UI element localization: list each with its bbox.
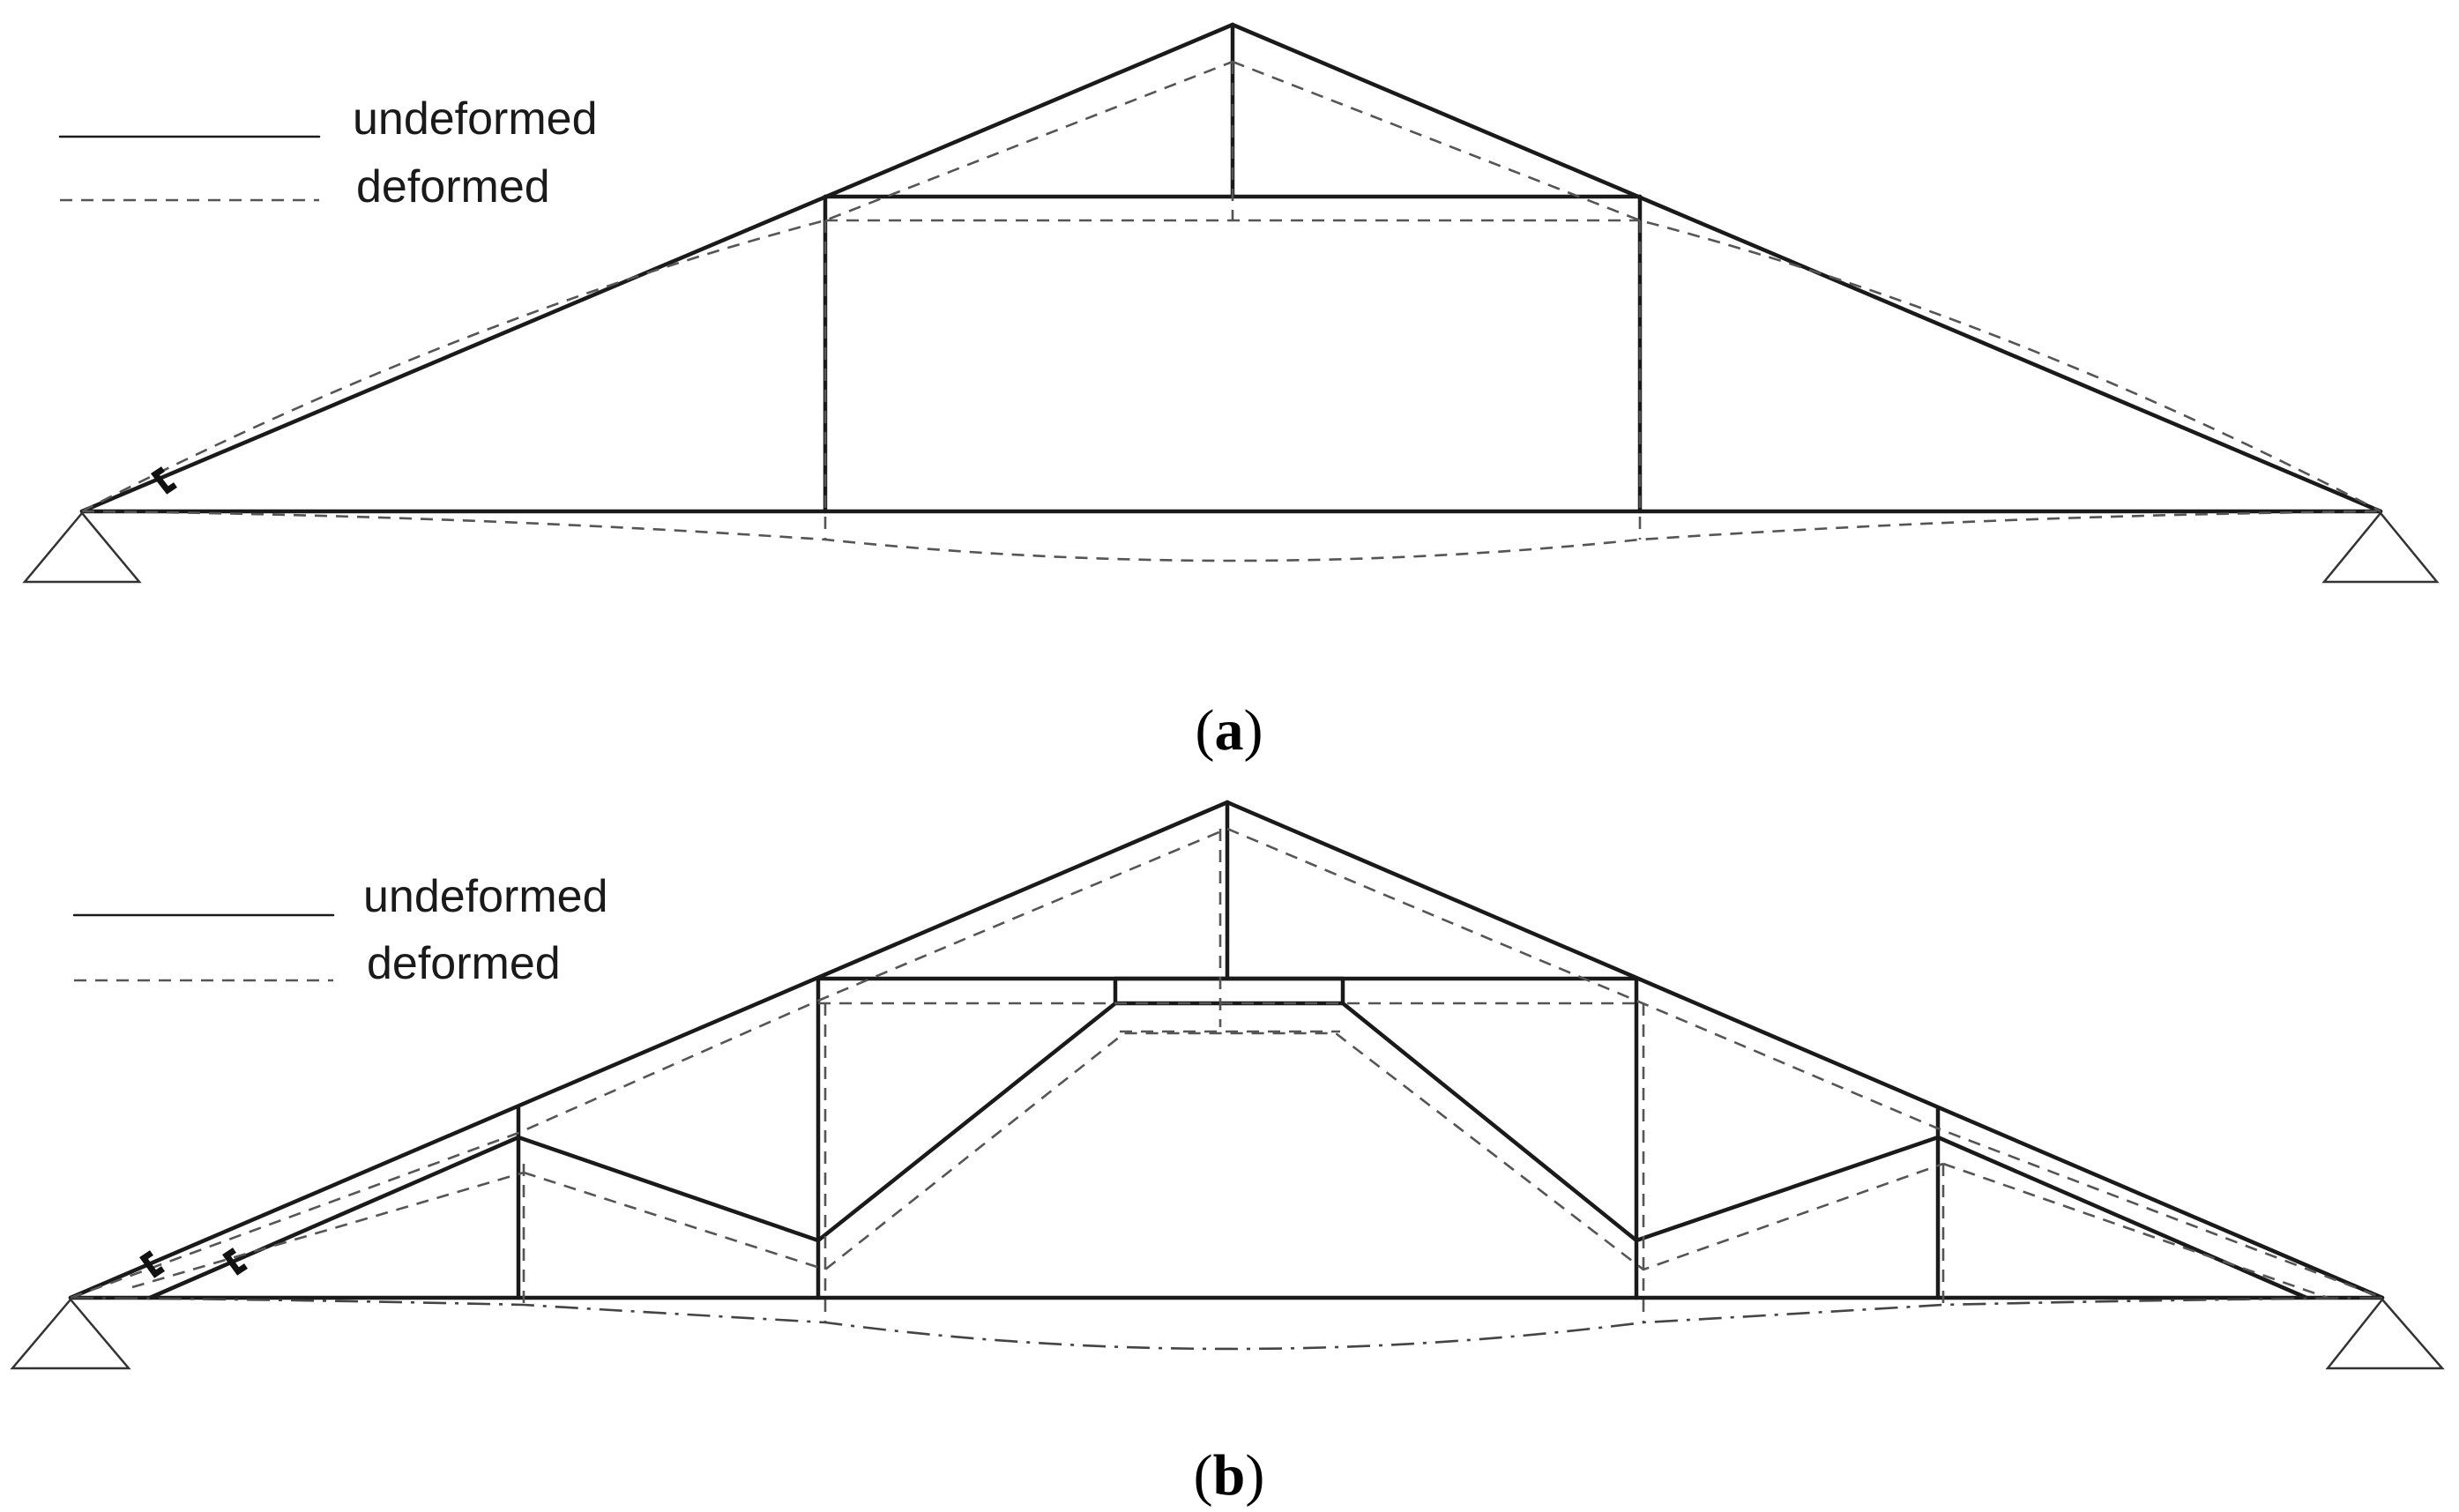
truss-b-undeformed <box>68 800 2385 1300</box>
truss-a-left-rafter <box>79 22 1235 514</box>
truss-b-left-support <box>10 1298 131 1370</box>
legend-b-deformed-label: deformed <box>367 938 561 989</box>
truss-b-deformed-left-rafter <box>70 827 1228 1300</box>
truss-b-deformed-left-inner-chord <box>131 1171 525 1289</box>
truss-a-right-support <box>2321 511 2440 584</box>
truss-b-right-rafter <box>1225 800 2385 1300</box>
truss-b-connector-marker-1 <box>139 1250 165 1278</box>
truss-b-left-inner-chord <box>147 1135 521 1300</box>
truss-a-right-rafter <box>1230 22 2383 514</box>
truss-b-deformed-right-inner-chord <box>1942 1162 2329 1300</box>
truss-b-left-queen-diag <box>816 1001 1118 1243</box>
truss-a-connector-marker <box>150 466 177 495</box>
truss-b-deformed-bottom-chord <box>70 1296 2383 1351</box>
legend-b: undeformed deformed <box>72 871 608 989</box>
truss-b-left-king-diag <box>516 1135 821 1243</box>
legend-a-deformed-label: deformed <box>356 161 550 212</box>
truss-b-deformed-right-rafter <box>1226 827 2383 1300</box>
truss-b-left-rafter <box>68 800 1230 1300</box>
truss-a-left-support <box>22 511 142 584</box>
legend-a: undeformed deformed <box>58 93 598 212</box>
caption-b: (b) <box>1194 1443 1265 1508</box>
truss-b-right-queen-diag <box>1340 1001 1639 1243</box>
truss-b-collar-block <box>1113 976 1345 1006</box>
truss-b-deformed-web <box>523 1032 1944 1271</box>
truss-b-right-king-diag <box>1634 1135 1941 1243</box>
truss-b-right-support <box>2325 1298 2445 1370</box>
legend-b-undeformed-label: undeformed <box>363 871 608 922</box>
truss-b-deformed <box>70 827 2383 1351</box>
truss-a-deformed-right-rafter <box>1232 60 2381 513</box>
truss-b-connector-marker-2 <box>222 1248 248 1276</box>
panel-b: undeformed deformed <box>10 800 2445 1508</box>
truss-a-undeformed <box>79 22 2383 514</box>
legend-a-undeformed-label: undeformed <box>353 93 598 145</box>
caption-a: (a) <box>1196 698 1263 763</box>
truss-a-deformed-left-rafter <box>81 60 1233 513</box>
truss-a-deformed <box>81 60 2381 562</box>
panel-a: undeformed deformed <box>22 22 2440 763</box>
truss-b-right-inner-chord <box>1935 1135 2309 1300</box>
truss-a-deformed-bottom-chord <box>81 510 2381 562</box>
